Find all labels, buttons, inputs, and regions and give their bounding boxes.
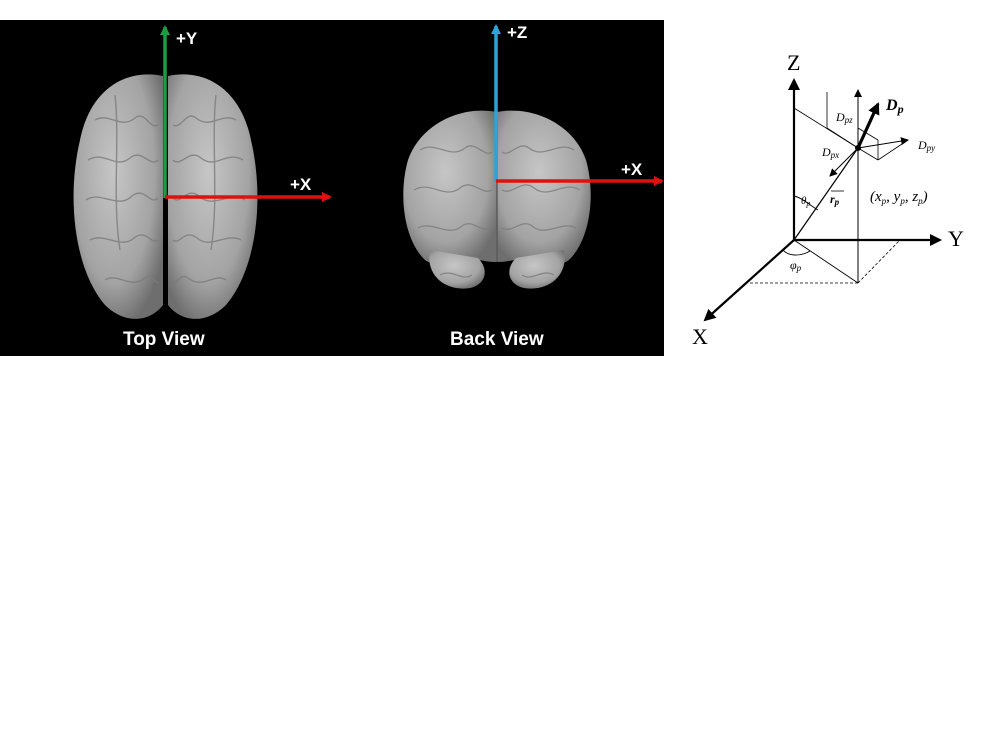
dpx-component-arrow bbox=[829, 147, 859, 177]
point-coords-y: , y bbox=[886, 189, 901, 205]
coordinate-diagram bbox=[703, 78, 942, 322]
y-axis-label: Y bbox=[948, 226, 964, 251]
x-axis-line bbox=[703, 239, 795, 322]
helper-line bbox=[826, 127, 859, 149]
back-view-caption: Back View bbox=[450, 329, 544, 350]
dpy-component-arrow bbox=[857, 137, 909, 149]
helper-line bbox=[877, 139, 909, 161]
point-coords-sub-y: p bbox=[899, 196, 905, 206]
dpz-label-sub: pz bbox=[844, 115, 854, 125]
position-vector-line bbox=[793, 147, 859, 241]
dpx-label-sub: px bbox=[830, 150, 840, 160]
dipole-point bbox=[855, 145, 861, 151]
svg-text:Dpy: Dpy bbox=[917, 138, 935, 153]
svg-text:Dp: Dp bbox=[885, 97, 904, 116]
top-view-y-label: +Y bbox=[176, 29, 198, 48]
svg-text:θp: θp bbox=[801, 195, 810, 208]
theta-label: θ bbox=[801, 195, 807, 207]
point-coords-z: , z bbox=[905, 189, 919, 205]
phi-arc bbox=[782, 249, 811, 256]
top-view-x-label: +X bbox=[290, 175, 312, 194]
helper-line bbox=[857, 127, 879, 141]
point-coords-open: (x bbox=[870, 189, 882, 205]
phi-label: φ bbox=[790, 258, 797, 272]
projection-line bbox=[793, 239, 859, 284]
position-vector-label: r bbox=[830, 192, 835, 206]
svg-text:φp: φp bbox=[790, 258, 802, 273]
dipole-label: D bbox=[885, 97, 898, 114]
svg-text:Dpx: Dpx bbox=[821, 145, 839, 160]
point-coords-close: ) bbox=[922, 189, 928, 205]
dpx-label: D bbox=[821, 145, 831, 159]
projection-line bbox=[857, 239, 901, 284]
z-axis-label: Z bbox=[787, 50, 800, 75]
helper-line bbox=[857, 147, 879, 161]
dpy-label: D bbox=[917, 138, 927, 152]
back-view-brain bbox=[403, 110, 591, 289]
point-coords-sub-x: p bbox=[881, 196, 887, 206]
dpy-label-sub: py bbox=[926, 143, 936, 153]
x-axis-label: X bbox=[692, 324, 708, 349]
svg-text:rp: rp bbox=[830, 192, 840, 207]
theta-arc bbox=[793, 195, 819, 211]
theta-label-sub: p bbox=[805, 199, 810, 208]
top-view-brain bbox=[73, 74, 258, 322]
position-vector-label-sub: p bbox=[834, 197, 840, 207]
point-coords-sub-z: p bbox=[917, 196, 923, 206]
coordinate-labels: Z Y X Dp Dpz Dpy Dpx rp θp φp (xp, yp, z… bbox=[692, 50, 964, 349]
phi-label-sub: p bbox=[796, 263, 802, 273]
dipole-arrow bbox=[856, 102, 880, 149]
back-view-x-label: +X bbox=[621, 160, 643, 179]
dpz-label: D bbox=[835, 110, 845, 124]
svg-text:(xp, yp, zp): (xp, yp, zp) bbox=[870, 189, 928, 206]
top-view-caption: Top View bbox=[123, 329, 205, 350]
svg-text:Dpz: Dpz bbox=[835, 110, 853, 125]
back-view-z-label: +Z bbox=[507, 23, 528, 42]
dipole-label-sub: p bbox=[897, 102, 904, 116]
